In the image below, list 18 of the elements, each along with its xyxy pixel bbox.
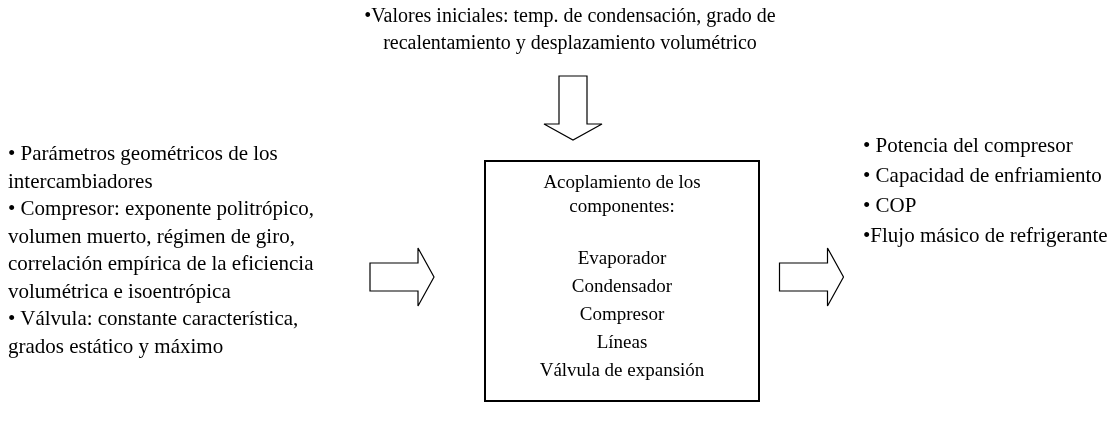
bullet-text: • Capacidad de enfriamiento <box>863 162 1103 189</box>
block-arrow <box>543 75 603 141</box>
bullet-text: •Valores iniciales: temp. de condensación, grado de recalentamiento y desplazamiento volumétrico <box>363 3 777 56</box>
bullet-text: • COP <box>863 192 918 219</box>
component-name: Líneas <box>595 330 649 354</box>
component-name: Compresor <box>578 302 666 326</box>
block-arrow <box>778 247 845 307</box>
component-name: Evaporador <box>576 246 668 270</box>
process-box <box>484 160 760 402</box>
box-heading: Acoplamiento de los componentes: <box>542 170 702 218</box>
bullet-text: •Flujo másico de refrigerante <box>863 222 1109 249</box>
block-arrow <box>369 247 435 307</box>
bullet-text: • Compresor: exponente politrópico, volumen muerto, régimen de giro, correlación empírica de la eficiencia volumétrica e isoentrópica <box>8 195 315 305</box>
component-name: Válvula de expansión <box>538 358 706 382</box>
bullet-text: • Parámetros geométricos de los intercambiadores <box>8 140 279 195</box>
bullet-text: • Válvula: constante característica, grados estático y máximo <box>8 305 300 360</box>
component-name: Condensador <box>570 274 674 298</box>
bullet-text: • Potencia del compresor <box>863 132 1074 159</box>
